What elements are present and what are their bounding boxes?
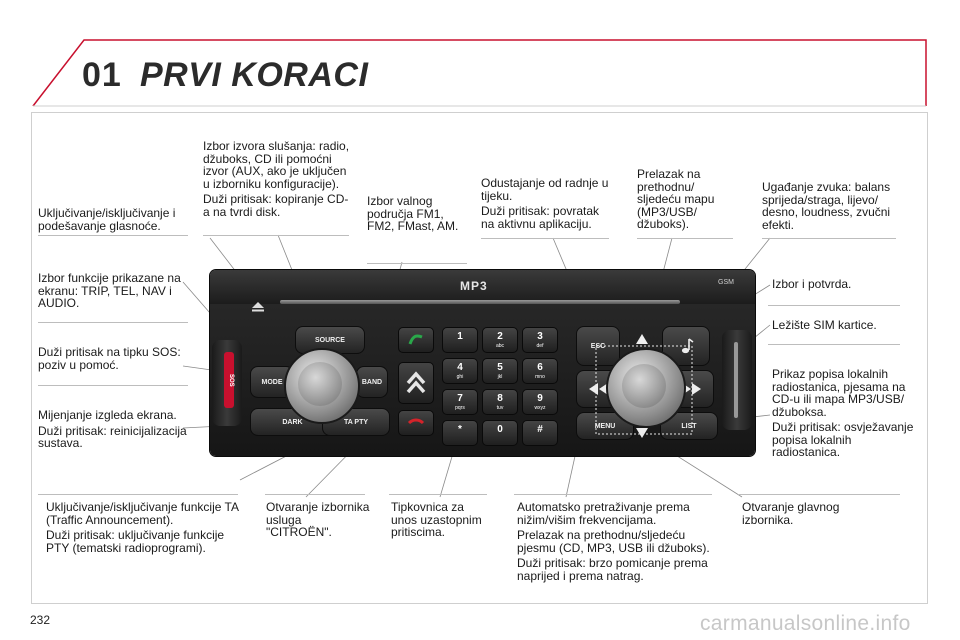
- chapter-number: 01: [82, 56, 122, 94]
- callout-dark: Mijenjanje izgleda ekrana. Duži pritisak…: [38, 408, 187, 450]
- folder-up-icon[interactable]: [636, 334, 648, 344]
- header-frame: [32, 39, 927, 107]
- keypad-key-0[interactable]: 0: [482, 420, 518, 446]
- music-note-icon: [681, 338, 694, 354]
- phone-green-icon: [408, 334, 423, 345]
- call-end-button[interactable]: [398, 410, 434, 436]
- callout-list: Prikaz popisa lokalnih radiostanica, pje…: [772, 367, 914, 459]
- callout-folder-nav: Prelazak na prethodnu/ sljedeću mapu (MP…: [637, 167, 715, 231]
- citroen-chevrons-icon: [406, 371, 426, 394]
- callout-select-confirm: Izbor i potvrda.: [772, 277, 852, 291]
- call-answer-button[interactable]: [398, 327, 434, 353]
- chapter-title: PRVI KORACI: [140, 56, 369, 94]
- dotted-guide: [595, 345, 693, 435]
- content-frame: [31, 112, 928, 604]
- callout-ta-pty: Uključivanje/isključivanje funkcije TA (…: [46, 500, 239, 555]
- sos-button[interactable]: SOS: [224, 352, 234, 408]
- phone-red-icon: [407, 418, 425, 425]
- radio-panel: MP3 GSM SOURCE MODE BAND DARK TA PTY 1 2…: [210, 270, 755, 456]
- callout-power-volume: Uključivanje/isključivanje i podešavanje…: [38, 206, 176, 233]
- callout-main-menu: Otvaranje glavnog izbornika.: [742, 500, 840, 527]
- keypad-key-hash[interactable]: #: [522, 420, 558, 446]
- citroen-services-button[interactable]: [398, 362, 434, 404]
- keypad-key-1[interactable]: 1: [442, 327, 478, 353]
- sim-card-slot[interactable]: [734, 342, 738, 418]
- callout-source-select: Izbor izvora slušanja: radio, džuboks, C…: [203, 139, 350, 219]
- page-number: 232: [30, 613, 51, 627]
- folder-down-icon[interactable]: [636, 428, 648, 438]
- callout-sim-slot: Ležište SIM kartice.: [772, 318, 877, 332]
- callout-esc: Odustajanje od radnje u tijeku. Duži pri…: [481, 176, 609, 231]
- select-confirm-knob[interactable]: [606, 348, 686, 428]
- callout-sound-settings: Ugađanje zvuka: balans sprijeda/straga, …: [762, 180, 891, 232]
- eject-icon[interactable]: [252, 302, 264, 312]
- watermark: carmanualsonline.info: [700, 612, 911, 635]
- mp3-logo: MP3: [460, 279, 488, 293]
- callout-band-select: Izbor valnog područja FM1, FM2, FMast, A…: [367, 194, 459, 233]
- volume-knob[interactable]: [284, 348, 360, 424]
- band-button[interactable]: BAND: [356, 366, 388, 398]
- keypad-key-star[interactable]: *: [442, 420, 478, 446]
- callout-citroen-services: Otvaranje izbornika usluga "CITROËN".: [266, 500, 370, 539]
- callout-mode-function: Izbor funkcije prikazane na ekranu: TRIP…: [38, 271, 181, 310]
- cd-slot[interactable]: [280, 300, 680, 304]
- radio-top-bar: [210, 270, 755, 304]
- callout-sos: Duži pritisak na tipku SOS: poziv u pomo…: [38, 345, 181, 372]
- callout-keypad: Tipkovnica za unos uzastopnim pritiscima…: [391, 500, 482, 539]
- gsm-logo: GSM: [718, 279, 734, 286]
- callout-seek-track: Automatsko pretraživanje prema nižim/viš…: [517, 500, 710, 583]
